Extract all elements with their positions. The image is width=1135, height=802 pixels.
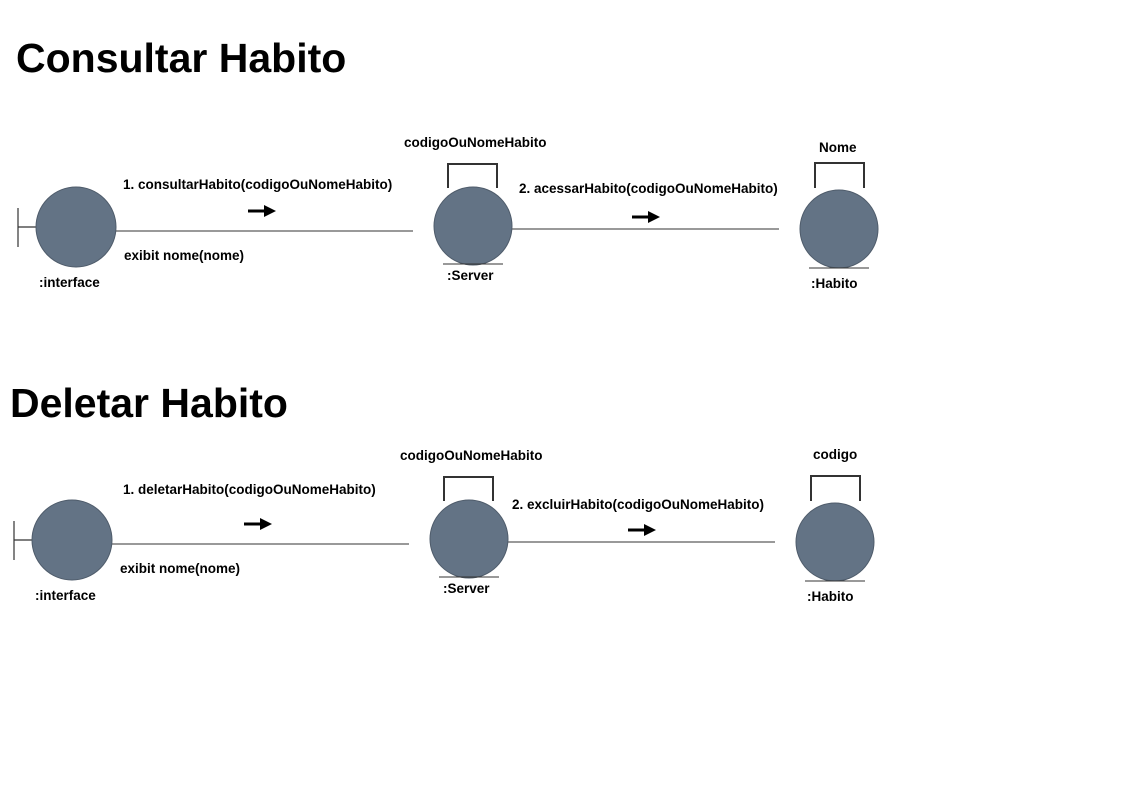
server-self-link-label: codigoOuNomeHabito — [404, 135, 547, 150]
interface-object-label: :interface — [35, 588, 96, 603]
interface-object-label: :interface — [39, 275, 100, 290]
return-message-label: exibit nome(nome) — [120, 561, 241, 576]
diagram-title-deletar: Deletar Habito — [10, 380, 288, 426]
habito-object-label: :Habito — [811, 276, 858, 291]
server-object — [433, 163, 513, 266]
message-1-label: 1. consultarHabito(codigoOuNomeHabito) — [123, 177, 393, 192]
habito-self-link — [814, 162, 865, 188]
server-self-link-label: codigoOuNomeHabito — [400, 448, 543, 463]
habito-self-link — [810, 475, 861, 501]
message-2-label: 2. excluirHabito(codigoOuNomeHabito) — [512, 497, 765, 512]
arrow-right-icon — [632, 211, 660, 223]
interface-boundary-object — [17, 186, 117, 268]
message-2-label: 2. acessarHabito(codigoOuNomeHabito) — [519, 181, 778, 196]
return-message-label: exibit nome(nome) — [124, 248, 245, 263]
server-self-link — [443, 476, 494, 501]
arrow-right-icon — [244, 518, 272, 530]
server-object — [429, 476, 509, 579]
message-1-label: 1. deletarHabito(codigoOuNomeHabito) — [123, 482, 376, 497]
arrow-right-icon — [628, 524, 656, 536]
habito-object — [795, 475, 875, 582]
server-object-label: :Server — [443, 581, 490, 596]
habito-object-label: :Habito — [807, 589, 854, 604]
arrow-right-icon — [248, 205, 276, 217]
habito-self-link-label: codigo — [813, 447, 858, 462]
habito-self-link-label: Nome — [819, 140, 857, 155]
diagram-title-consultar: Consultar Habito — [16, 35, 347, 81]
server-object-label: :Server — [447, 268, 494, 283]
server-self-link — [447, 163, 498, 188]
habito-object — [799, 162, 879, 269]
interface-boundary-object — [13, 499, 113, 581]
